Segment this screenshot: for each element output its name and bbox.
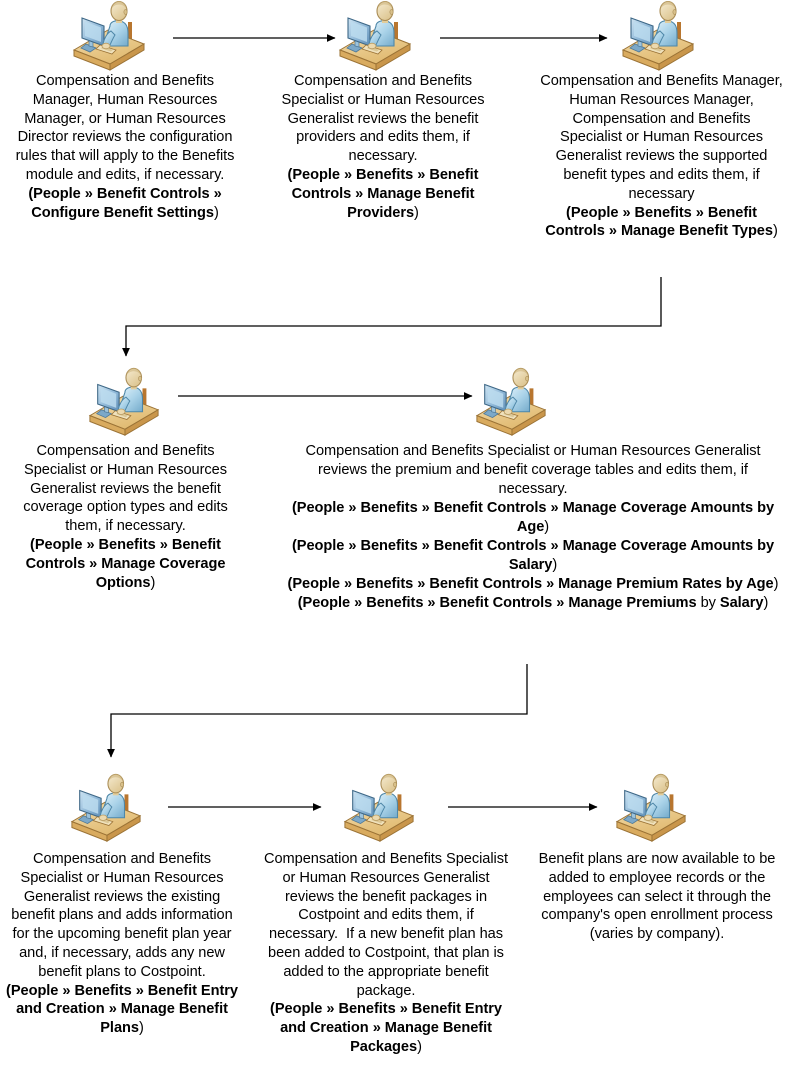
icon-container	[265, 0, 501, 72]
icon-container	[262, 772, 510, 850]
navigation-path[interactable]: (People » Benefits » Benefit Controls » …	[25, 536, 226, 591]
process-step-2: Compensation and Benefits Specialist or …	[265, 0, 501, 222]
process-step-4: Compensation and Benefits Specialist or …	[4, 366, 247, 592]
navigation-path[interactable]: (People » Benefits » Benefit Controls » …	[287, 576, 779, 592]
step-text: Compensation and Benefits Specialist or …	[4, 442, 247, 592]
navigation-path[interactable]: (People » Benefits » Benefit Controls » …	[287, 166, 479, 221]
step-text: Compensation and Benefits Specialist or …	[262, 850, 510, 1057]
navigation-path[interactable]: (People » Benefits » Benefit Entry and C…	[270, 1001, 502, 1055]
step-text: Compensation and Benefits Manager, Human…	[540, 72, 783, 241]
person-at-workstation-icon	[70, 0, 246, 77]
icon-container	[4, 366, 247, 442]
navigation-path[interactable]: (People » Benefit Controls » Configure B…	[28, 185, 222, 221]
navigation-path[interactable]: (People » Benefits » Benefit Controls » …	[297, 595, 769, 611]
navigation-path[interactable]: (People » Benefits » Benefit Controls » …	[545, 204, 778, 240]
process-step-8: Benefit plans are now available to be ad…	[532, 772, 782, 944]
step-description: Compensation and Benefits Manager, Human…	[540, 73, 783, 202]
process-step-1: Compensation and Benefits Manager, Human…	[4, 0, 246, 222]
navigation-path[interactable]: (People » Benefits » Benefit Entry and C…	[6, 982, 238, 1037]
person-at-workstation-icon	[68, 772, 243, 849]
elbow-node5-to-node6	[107, 664, 528, 758]
navigation-path[interactable]: (People » Benefits » Benefit Controls » …	[291, 500, 775, 535]
person-at-workstation-icon	[336, 0, 501, 77]
step-description: Compensation and Benefits Manager, Human…	[15, 73, 235, 183]
icon-container	[283, 366, 783, 442]
step-description: Compensation and Benefits Specialist or …	[305, 443, 761, 497]
step-text: Compensation and Benefits Specialist or …	[265, 72, 501, 222]
person-at-workstation-icon	[341, 772, 510, 849]
process-step-7: Compensation and Benefits Specialist or …	[262, 772, 510, 1057]
step-description: Compensation and Benefits Specialist or …	[11, 851, 233, 980]
icon-container	[532, 772, 782, 850]
step-text: Compensation and Benefits Manager, Human…	[4, 72, 246, 222]
person-at-workstation-icon	[86, 366, 247, 443]
process-step-6: Compensation and Benefits Specialist or …	[1, 772, 243, 1038]
step-text: Benefit plans are now available to be ad…	[532, 850, 782, 944]
step-description: Compensation and Benefits Specialist or …	[281, 73, 485, 165]
process-step-3: Compensation and Benefits Manager, Human…	[540, 0, 783, 241]
step-description: Compensation and Benefits Specialist or …	[23, 443, 228, 535]
step-text: Compensation and Benefits Specialist or …	[283, 442, 783, 613]
process-step-5: Compensation and Benefits Specialist or …	[283, 366, 783, 613]
person-at-workstation-icon	[619, 0, 783, 77]
step-description: Benefit plans are now available to be ad…	[538, 851, 776, 943]
step-description: Compensation and Benefits Specialist or …	[263, 851, 508, 999]
icon-container	[4, 0, 246, 72]
step-text: Compensation and Benefits Specialist or …	[1, 850, 243, 1038]
person-at-workstation-icon	[473, 366, 783, 443]
icon-container	[1, 772, 243, 850]
person-at-workstation-icon	[613, 772, 782, 849]
navigation-path[interactable]: (People » Benefits » Benefit Controls » …	[291, 538, 775, 573]
elbow-node3-to-node4	[122, 277, 662, 357]
icon-container	[540, 0, 783, 72]
